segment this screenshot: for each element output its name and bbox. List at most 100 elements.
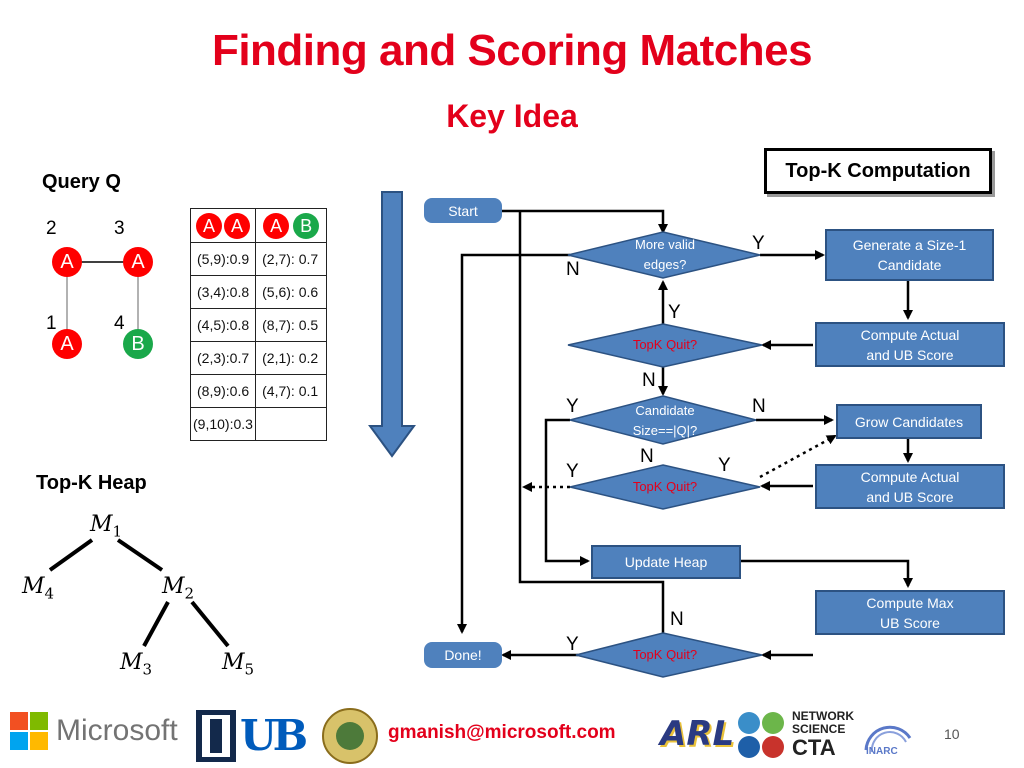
microsoft-wordmark: Microsoft	[56, 714, 178, 747]
yes-label: Y	[752, 233, 765, 254]
heap-var: M	[222, 650, 245, 675]
topk-computation-label: Top-K Computation	[764, 148, 992, 194]
down-arrow-icon	[368, 191, 416, 458]
page-subtitle: Key Idea	[446, 98, 578, 134]
table-row: (5,9):0.9(2,7): 0.7	[189, 242, 328, 276]
microsoft-logo-icon	[10, 712, 48, 750]
heap-sub: 5	[244, 660, 255, 679]
university-seal-icon	[322, 708, 378, 764]
contact-email: gmanish@microsoft.com	[388, 722, 616, 743]
topk-quit-text-2: TopK Quit?	[632, 479, 698, 494]
label-node: A	[196, 212, 223, 239]
compute-max-line2: UB Score	[880, 614, 940, 631]
table-cell: (8,9):0.6	[189, 374, 257, 408]
no-label: N	[642, 370, 656, 391]
heap-var: M	[90, 512, 113, 537]
more-valid-line1: More valid	[635, 237, 695, 252]
illinois-logo-icon	[196, 710, 236, 762]
query-node-num: 1	[46, 313, 57, 334]
heap-edges	[48, 538, 230, 648]
inarc-text: INARC	[866, 746, 898, 757]
network-line1: NETWORK	[792, 709, 854, 723]
query-node-num: 2	[46, 218, 57, 239]
yes-label: Y	[668, 302, 681, 323]
no-label: N	[670, 609, 684, 630]
heap-var: M	[22, 574, 45, 599]
page-title: Finding and Scoring Matches	[211, 26, 813, 75]
heap-node: M4	[22, 574, 54, 602]
query-node: A	[52, 247, 82, 277]
yes-label: Y	[566, 396, 579, 417]
more-valid-edges-diamond	[567, 231, 761, 279]
heap-var: M	[120, 650, 143, 675]
topk-quit-diamond-3	[575, 632, 763, 678]
heap-node: M3	[120, 650, 152, 678]
network-science-icon	[736, 710, 788, 762]
heap-node: M1	[90, 512, 122, 540]
query-label: Query Q	[42, 171, 121, 193]
topk-quit-diamond-2	[569, 464, 761, 510]
no-label: N	[752, 396, 766, 417]
yes-label: Y	[566, 634, 579, 655]
more-valid-line2: edges?	[643, 257, 687, 272]
table-row: (9,10):0.3	[189, 407, 328, 441]
network-line2: SCIENCE	[792, 722, 846, 736]
table-cell: (2,1): 0.2	[255, 341, 328, 375]
label-node: A	[224, 212, 251, 239]
no-label: N	[566, 259, 580, 280]
label-node: A	[263, 212, 290, 239]
heap-edge	[190, 600, 230, 648]
query-node: A	[52, 329, 82, 359]
heap-var: M	[162, 574, 185, 599]
table-cell: (9,10):0.3	[189, 407, 257, 441]
grow-candidates-box: Grow Candidates	[836, 404, 982, 439]
table-row: (4,5):0.8(8,7): 0.5	[189, 308, 328, 342]
table-cell: (5,9):0.9	[189, 242, 257, 276]
candidate-size-diamond	[569, 395, 757, 445]
table-cell: (4,5):0.8	[189, 308, 257, 342]
inarc-logo-icon: INARC	[860, 708, 916, 762]
heap-edge	[142, 601, 170, 647]
heap-sub: 3	[142, 660, 153, 679]
heap-edge	[48, 538, 94, 572]
compute-max-ub-box: Compute Max UB Score	[815, 590, 1005, 635]
more-valid-edges-text: More valid edges?	[600, 235, 730, 275]
table-cell: (4,7): 0.1	[255, 374, 328, 408]
compute-actual-box-2: Compute Actual and UB Score	[815, 464, 1005, 509]
network-line3: CTA	[792, 735, 836, 760]
update-heap-box: Update Heap	[591, 545, 741, 579]
query-node: B	[123, 329, 153, 359]
query-node-num: 3	[114, 218, 125, 239]
arl-text: ARL	[660, 714, 735, 754]
generate-candidate-box: Generate a Size-1 Candidate	[825, 229, 994, 281]
no-label: N	[640, 446, 654, 467]
heap-label: Top-K Heap	[36, 472, 147, 494]
ub-logo-icon: UB	[240, 711, 308, 760]
generate-line1: Generate a Size-1	[852, 237, 967, 253]
table-cell: (3,4):0.8	[189, 275, 257, 309]
heap-sub: 1	[112, 522, 123, 541]
candidate-line2: Size==|Q|?	[632, 423, 698, 438]
generate-line2: Candidate	[877, 257, 942, 273]
topk-quit-diamond-1	[567, 323, 763, 368]
label-node: B	[293, 212, 320, 239]
heap-sub: 2	[184, 584, 195, 603]
flowchart-connectors	[457, 209, 913, 678]
table-row: (8,9):0.6(4,7): 0.1	[189, 374, 328, 408]
start-node: Start	[424, 198, 502, 223]
query-node: A	[123, 247, 153, 277]
compute-line1: Compute Actual	[860, 326, 960, 343]
candidate-size-text: Candidate Size==|Q|?	[600, 401, 730, 441]
network-science-cta-text: NETWORK SCIENCE CTA	[792, 710, 854, 760]
heap-node: M5	[222, 650, 254, 678]
compute-line2: and UB Score	[866, 488, 954, 505]
compute-line2: and UB Score	[866, 346, 954, 363]
compute-actual-box-1: Compute Actual and UB Score	[815, 322, 1005, 367]
heap-sub: 4	[44, 584, 55, 603]
query-node-num: 4	[114, 313, 125, 334]
compute-line1: Compute Actual	[860, 468, 960, 485]
